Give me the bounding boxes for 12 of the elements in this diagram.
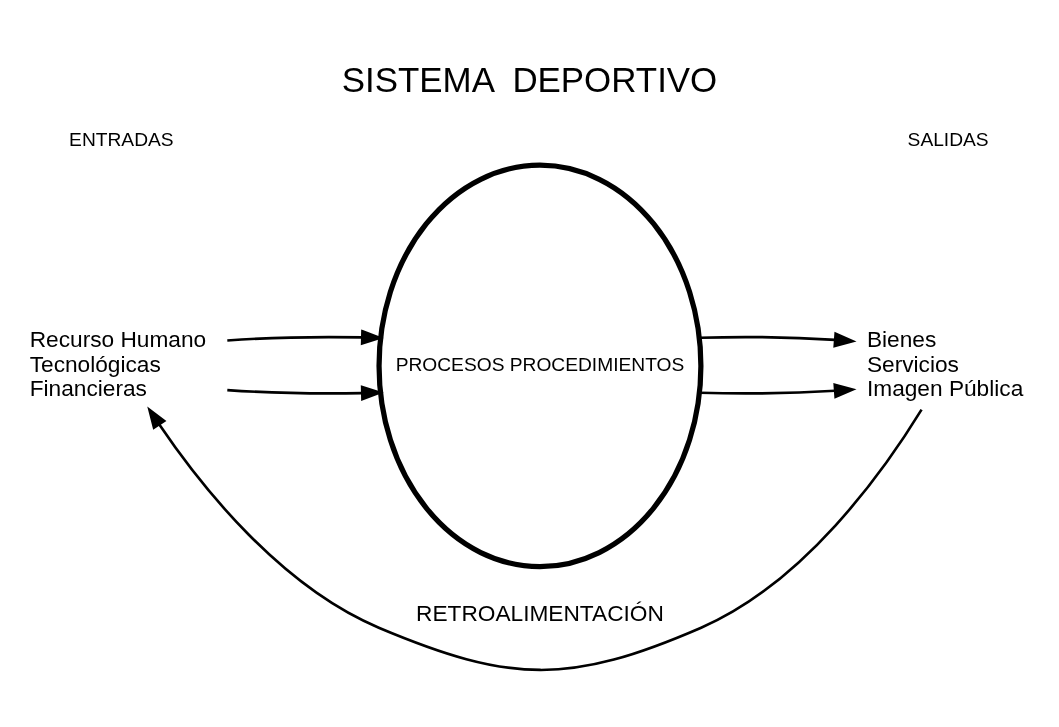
node-text: Recurso Humano Tecnológicas Financieras	[29, 326, 207, 402]
diagram-title: SISTEMA DEPORTIVO	[341, 59, 718, 99]
arrow	[227, 329, 384, 346]
arrow	[699, 382, 857, 399]
node-text: Bienes Servicios Imagen Pública	[866, 326, 1024, 402]
arrow	[699, 331, 857, 348]
label: SALIDAS	[907, 128, 989, 150]
label: ENTRADAS	[69, 128, 174, 150]
arrow	[147, 406, 923, 672]
arrow	[227, 385, 384, 402]
edge-label: RETROALIMENTACIÓN	[416, 600, 664, 627]
node-ellipse: PROCESOS PROCEDIMIENTOS	[376, 162, 704, 570]
